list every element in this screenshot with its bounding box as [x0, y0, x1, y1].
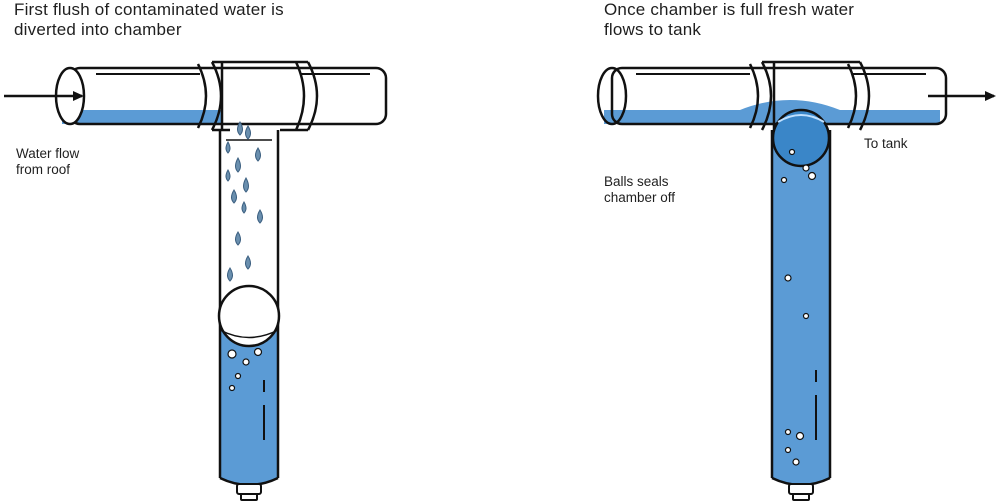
- right-caption: Once chamber is full fresh water flows t…: [604, 0, 854, 39]
- left-floating-ball: [217, 284, 281, 348]
- right-caption-line-1: Once chamber is full fresh water: [604, 0, 855, 19]
- outlet-label-text: To tank: [864, 136, 908, 151]
- left-falling-drops: [225, 121, 263, 282]
- right-diverter-assembly: [596, 60, 948, 501]
- left-diverter-assembly: [54, 60, 388, 501]
- inlet-label-line-1: Water flow: [16, 146, 80, 161]
- left-caption-line-1: First flush of contaminated water is: [14, 0, 284, 19]
- right-coupling-rings: [748, 60, 871, 131]
- right-caption-line-2: flows to tank: [604, 19, 702, 39]
- right-pipe-inlet-end: [596, 66, 628, 126]
- inlet-label-line-2: from roof: [16, 161, 71, 177]
- left-caption-line-2: diverted into chamber: [14, 19, 182, 39]
- right-sealing-ball: [771, 108, 831, 168]
- ball-label-line-1: Balls seals: [604, 174, 669, 189]
- right-vertical-chamber: [770, 130, 832, 487]
- left-coupling-rings: [196, 60, 319, 132]
- left-drain-valve: [236, 483, 262, 501]
- ball-label: Balls seals chamber off: [604, 174, 675, 205]
- right-pipe-water: [604, 100, 940, 124]
- right-drain-valve: [788, 483, 814, 501]
- inlet-label: Water flow from roof: [16, 146, 79, 177]
- left-air-bubbles: [227, 347, 263, 392]
- ball-label-line-2: chamber off: [604, 189, 676, 205]
- right-air-bubbles: [780, 148, 817, 466]
- left-pipe-water: [62, 110, 222, 124]
- left-caption: First flush of contaminated water is div…: [14, 0, 284, 39]
- right-chamber-water: [772, 130, 830, 478]
- outlet-label: To tank: [864, 136, 908, 152]
- left-chamber-water: [220, 322, 278, 478]
